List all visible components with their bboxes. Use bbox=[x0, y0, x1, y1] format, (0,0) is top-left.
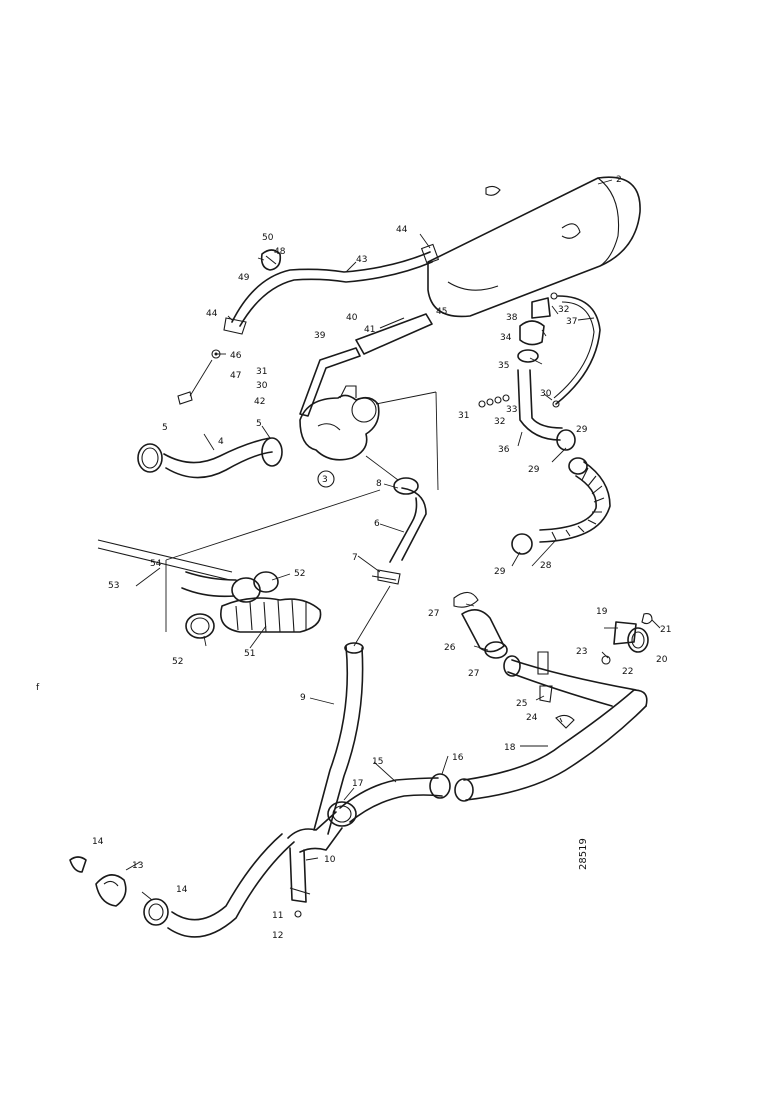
clamp-7 bbox=[371, 575, 397, 581]
callout-3: 3 bbox=[322, 475, 328, 485]
callout-44-left: 44 bbox=[206, 309, 218, 319]
callout-4: 4 bbox=[218, 437, 224, 447]
bolt-set bbox=[177, 349, 221, 405]
callout-31-left: 31 bbox=[256, 367, 267, 377]
callout-52-top: 52 bbox=[294, 569, 305, 579]
callout-17: 17 bbox=[352, 779, 363, 789]
callout-32-upper: 32 bbox=[558, 305, 569, 315]
callout-30: 30 bbox=[256, 381, 268, 391]
drawing-number: 28519 bbox=[578, 838, 589, 870]
small-hardware bbox=[478, 394, 510, 408]
callout-51: 51 bbox=[244, 649, 255, 659]
callout-6: 6 bbox=[374, 519, 380, 529]
callout-29-bottom: 29 bbox=[494, 567, 506, 577]
callout-7: 7 bbox=[352, 553, 358, 563]
callout-40: 40 bbox=[346, 313, 358, 323]
callout-10: 10 bbox=[324, 855, 336, 865]
elbow-26 bbox=[453, 591, 508, 659]
callout-52-bottom: 52 bbox=[172, 657, 183, 667]
callout-46: 46 bbox=[230, 351, 242, 361]
silencer bbox=[427, 176, 641, 318]
callout-5-mid: 5 bbox=[256, 419, 262, 429]
callout-37: 37 bbox=[566, 317, 577, 327]
upper-pipe bbox=[223, 243, 440, 335]
callout-15: 15 bbox=[372, 757, 383, 767]
callout-29-mid: 29 bbox=[528, 465, 540, 475]
front-pipe-4 bbox=[137, 437, 283, 479]
callout-42: 42 bbox=[254, 397, 265, 407]
callout-5-left: 5 bbox=[162, 423, 168, 433]
clamp-top-left bbox=[260, 249, 282, 271]
callout-20: 20 bbox=[656, 655, 668, 665]
right-flex-section bbox=[511, 292, 611, 555]
callout-23: 23 bbox=[576, 647, 587, 657]
tail-pipe-left bbox=[69, 833, 295, 938]
callout-43: 43 bbox=[356, 255, 367, 265]
callout-38: 38 bbox=[506, 313, 518, 323]
middle-pipe bbox=[327, 651, 648, 827]
callout-27-mid: 27 bbox=[428, 609, 439, 619]
callout-48: 48 bbox=[274, 247, 286, 257]
callout-27-low: 27 bbox=[468, 669, 479, 679]
callout-54: 54 bbox=[150, 559, 162, 569]
callout-12: 12 bbox=[272, 931, 283, 941]
flex-hose-section bbox=[97, 489, 381, 639]
leader-lines bbox=[125, 179, 661, 901]
callout-8: 8 bbox=[376, 479, 382, 489]
callout-39: 39 bbox=[314, 331, 326, 341]
manifold-housing bbox=[299, 385, 439, 491]
pipe-6 bbox=[377, 477, 427, 585]
callout-26: 26 bbox=[444, 643, 456, 653]
callout-41: 41 bbox=[364, 325, 375, 335]
callout-34: 34 bbox=[500, 333, 512, 343]
callout-45: 45 bbox=[436, 307, 447, 317]
callout-19: 19 bbox=[596, 607, 608, 617]
callout-13: 13 bbox=[132, 861, 143, 871]
callout-18: 18 bbox=[504, 743, 516, 753]
y-joint bbox=[287, 811, 343, 918]
callout-33: 33 bbox=[506, 405, 517, 415]
callout-30-right: 30 bbox=[540, 389, 552, 399]
callout-32: 32 bbox=[494, 417, 505, 427]
callout-49: 49 bbox=[238, 273, 250, 283]
callout-47: 47 bbox=[230, 371, 241, 381]
callout-14-right: 14 bbox=[176, 885, 188, 895]
callout-11: 11 bbox=[272, 911, 283, 921]
stray-mark: f bbox=[36, 683, 40, 693]
callout-14-left: 14 bbox=[92, 837, 104, 847]
callout-24: 24 bbox=[526, 713, 538, 723]
callout-21: 21 bbox=[660, 625, 671, 635]
callout-50: 50 bbox=[262, 233, 274, 243]
callout-25: 25 bbox=[516, 699, 527, 709]
callout-35: 35 bbox=[498, 361, 509, 371]
callout-16: 16 bbox=[452, 753, 464, 763]
callout-2: 2 bbox=[616, 175, 622, 185]
callout-44-top: 44 bbox=[396, 225, 408, 235]
downpipe-9 bbox=[313, 585, 391, 835]
bracket-39 bbox=[299, 313, 433, 417]
callout-31: 31 bbox=[458, 411, 469, 421]
callout-labels: 2 44 43 50 48 49 44 45 46 47 40 41 39 31… bbox=[92, 175, 671, 941]
bracket-19 bbox=[601, 613, 653, 665]
callout-29-upper: 29 bbox=[576, 425, 588, 435]
callout-9: 9 bbox=[300, 693, 306, 703]
callout-53: 53 bbox=[108, 581, 119, 591]
callout-28: 28 bbox=[540, 561, 552, 571]
callout-22: 22 bbox=[622, 667, 633, 677]
callout-36: 36 bbox=[498, 445, 510, 455]
